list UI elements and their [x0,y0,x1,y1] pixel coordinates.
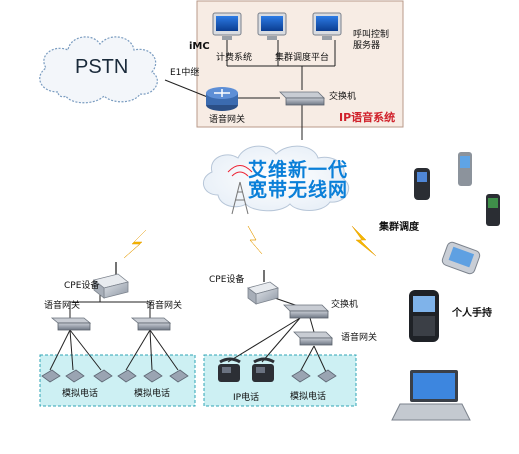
dispatch-platform-label: 集群调度平台 [275,53,330,63]
voice-gateway-left-b-label: 语音网关 [146,301,183,311]
handheld-icon [486,194,500,226]
voice-gateway-left-a-label: 语音网关 [44,301,81,311]
switch-right-label: 交换机 [331,300,359,310]
call-control-label: 呼叫控制 服务器 [353,30,390,51]
billing-label: 计费系统 [216,53,253,63]
phone-icon [93,369,113,383]
cpe-right-label: CPE设备 [209,275,245,285]
handheld-icon [414,168,430,200]
analog-phone-c-label: 模拟电话 [290,392,327,402]
pda-icon [441,241,481,275]
ip-phone-label: IP电话 [233,393,260,403]
phone-icon [143,369,163,383]
server-bus [164,40,336,140]
phone-icon [317,369,337,383]
monitor-icon [212,12,242,40]
handheld-icon [458,152,472,186]
switch-icon [279,91,325,106]
cpe-icon [93,262,129,299]
lightning-icon [351,225,377,257]
monitor-icon [257,12,287,40]
ip-phone-icon [252,357,275,382]
cpe-left-label: CPE设备 [64,281,100,291]
wireless-network-label: 艾维新一代 宽带无线网 [248,159,349,201]
cluster-dispatch-label: 集群调度 [379,222,419,233]
laptop-icon [391,370,471,421]
right-site-wiring [227,294,327,373]
switch-icon [283,304,329,319]
router-icon [206,87,238,111]
switch-top-label: 交换机 [329,92,357,102]
monitor-icon [312,12,342,40]
e1-trunk-label: E1中继 [170,68,200,78]
analog-phone-a-label: 模拟电话 [62,389,99,399]
voice-gateway-right-label: 语音网关 [341,333,378,343]
left-site-wiring [49,285,179,371]
switch-icon [50,317,92,331]
analog-phone-b-label: 模拟电话 [134,389,171,399]
pstn-cloud-icon [39,36,158,104]
handheld-icon [409,290,439,342]
phone-icon [291,369,311,383]
cpe-icon [247,270,279,305]
phone-icon [169,369,189,383]
lightning-icon [123,229,147,259]
cloud-icon [203,145,350,212]
ip-voice-system-label: IP语音系统 [339,111,396,124]
ip-phone-icon [218,357,241,382]
phone-icon [41,369,61,383]
personal-handheld-label: 个人手持 [452,308,492,319]
switch-icon [293,331,333,346]
lightning-icon [247,225,263,255]
phone-icon [65,369,85,383]
imc-label: iMC [189,41,210,52]
pstn-label: PSTN [75,56,129,78]
tower-icon [227,165,253,215]
switch-icon [130,317,172,331]
voice-gateway-top-label: 语音网关 [209,115,246,125]
site-left-box [39,354,196,407]
phone-icon [117,369,137,383]
